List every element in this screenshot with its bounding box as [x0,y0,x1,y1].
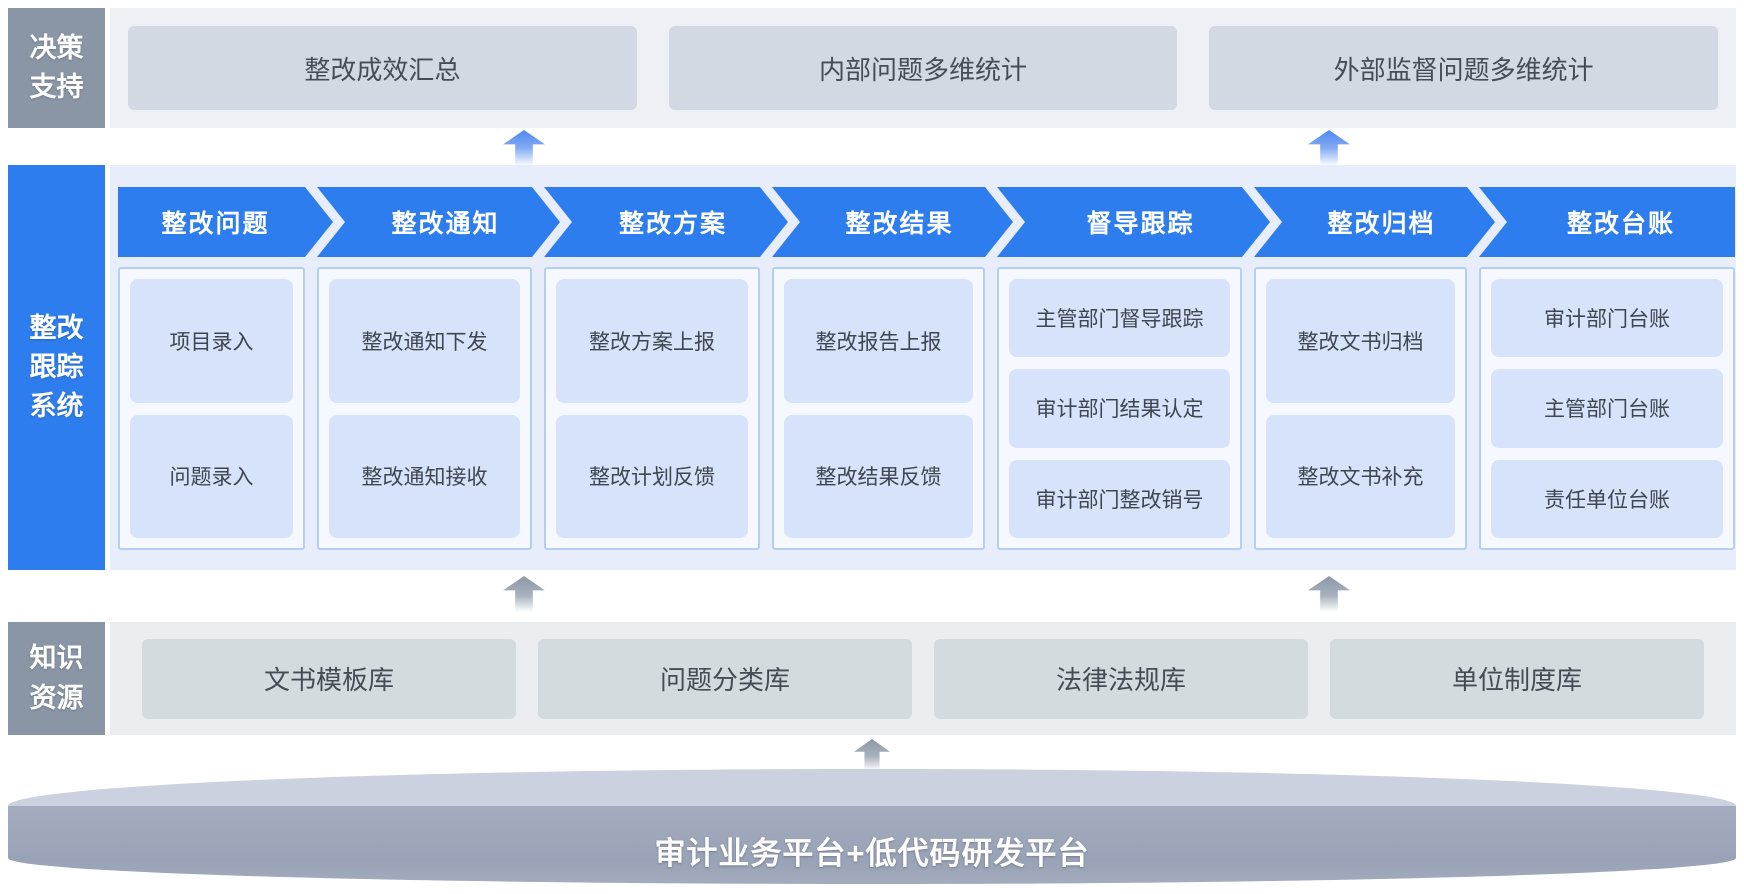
stage-arrow-plan: 整改方案 [544,187,760,257]
platform-cylinder-body [8,806,1736,884]
stage-panel: 整改报告上报 整改结果反馈 [772,267,985,550]
chevron-shape: 整改归档 [1254,187,1495,257]
stage-panel: 项目录入 问题录入 [118,267,305,550]
stage-cell: 责任单位台账 [1491,459,1723,538]
stage-arrow-supervision: 督导跟踪 [997,187,1242,257]
decision-box-internal-stats: 内部问题多维统计 [668,26,1178,110]
decision-support-label: 决策支持 [8,8,105,128]
stage-cell: 整改方案上报 [556,279,748,403]
knowledge-box-laws: 法律法规库 [934,638,1308,719]
up-arrow-icon [503,130,545,166]
up-arrow-icon [1308,130,1350,166]
stage-cell: 主管部门台账 [1491,369,1723,448]
stage-column-result: 整改结果 整改报告上报 整改结果反馈 [772,187,985,550]
platform-label: 审计业务平台+低代码研发平台 [654,836,1090,871]
chevron-shape: 整改通知 [317,187,560,257]
stage-cell: 整改报告上报 [784,279,973,403]
chevron-shape: 整改问题 [118,187,333,257]
stage-panel: 整改文书归档 整改文书补充 [1254,267,1467,550]
up-arrow-icon [503,576,545,612]
stage-cell: 主管部门督导跟踪 [1009,279,1230,358]
up-arrow-icon [854,739,890,771]
stage-cell: 整改计划反馈 [556,414,748,538]
stage-cell: 问题录入 [130,414,293,538]
stage-cell: 审计部门结果认定 [1009,369,1230,448]
stage-arrow-result: 整改结果 [772,187,985,257]
knowledge-resources-label: 知识资源 [8,622,105,735]
stage-cell: 整改文书归档 [1266,279,1455,403]
stage-cell: 整改通知接收 [329,414,520,538]
stage-column-archive: 整改归档 整改文书归档 整改文书补充 [1254,187,1467,550]
stage-column-supervision: 督导跟踪 主管部门督导跟踪 审计部门结果认定 审计部门整改销号 [997,187,1242,550]
stage-arrow-archive: 整改归档 [1254,187,1467,257]
stage-cell: 整改结果反馈 [784,414,973,538]
stage-panel: 主管部门督导跟踪 审计部门结果认定 审计部门整改销号 [997,267,1242,550]
tracking-system-label: 整改跟踪系统 [8,165,105,570]
chevron-shape: 整改结果 [772,187,1013,257]
up-arrow-icon [854,739,890,771]
stage-panel: 整改通知下发 整改通知接收 [317,267,532,550]
stage-arrow-notice: 整改通知 [317,187,532,257]
stage-column-problem: 整改问题 项目录入 问题录入 [118,187,305,550]
knowledge-band: 文书模板库 问题分类库 法律法规库 单位制度库 [110,622,1736,735]
up-arrow-icon [1308,576,1350,612]
stage-cell: 整改文书补充 [1266,414,1455,538]
chevron-shape: 整改方案 [544,187,788,257]
stage-panel: 整改方案上报 整改计划反馈 [544,267,760,550]
up-arrow-icon [1308,130,1350,166]
stage-cell: 审计部门台账 [1491,279,1723,358]
knowledge-box-doc-templates: 文书模板库 [142,638,516,719]
stage-cell: 项目录入 [130,279,293,403]
stage-flow: 整改问题 项目录入 问题录入 整改通知 整改通知下发 整改通知接收 整改方案 [118,187,1735,550]
stage-cell: 审计部门整改销号 [1009,459,1230,538]
stage-column-notice: 整改通知 整改通知下发 整改通知接收 [317,187,532,550]
stage-column-ledger: 整改台账 审计部门台账 主管部门台账 责任单位台账 [1479,187,1735,550]
up-arrow-icon [1308,576,1350,612]
decision-support-band: 整改成效汇总 内部问题多维统计 外部监督问题多维统计 [110,8,1736,128]
up-arrow-icon [503,576,545,612]
stage-column-plan: 整改方案 整改方案上报 整改计划反馈 [544,187,760,550]
knowledge-box-issue-categories: 问题分类库 [538,638,912,719]
chevron-shape: 整改台账 [1479,187,1735,257]
decision-box-summary: 整改成效汇总 [128,26,637,110]
decision-box-external-stats: 外部监督问题多维统计 [1209,26,1719,110]
chevron-shape: 督导跟踪 [997,187,1270,257]
stage-arrow-problem: 整改问题 [118,187,305,257]
stage-cell: 整改通知下发 [329,279,520,403]
up-arrow-icon [503,130,545,166]
knowledge-box-unit-rules: 单位制度库 [1330,638,1704,719]
tracking-system-band: 整改问题 项目录入 问题录入 整改通知 整改通知下发 整改通知接收 整改方案 [110,165,1736,570]
stage-panel: 审计部门台账 主管部门台账 责任单位台账 [1479,267,1735,550]
stage-arrow-ledger: 整改台账 [1479,187,1735,257]
